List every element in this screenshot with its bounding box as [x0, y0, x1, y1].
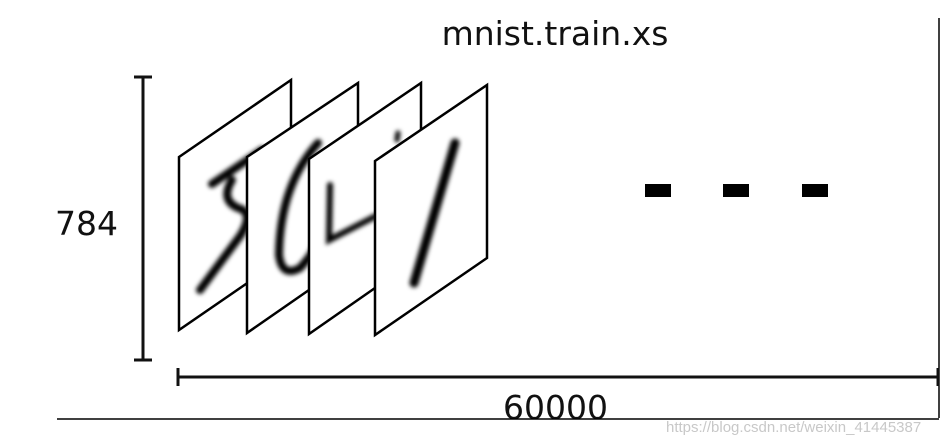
height-dimension-bracket	[134, 75, 152, 362]
diagram-title: mnist.train.xs	[441, 14, 669, 53]
width-dimension-label: 60000	[503, 388, 608, 427]
width-dimension-bracket	[176, 368, 940, 386]
ellipsis-dashes	[645, 184, 828, 197]
height-dimension-label: 784	[55, 204, 118, 243]
watermark-url: https://blog.csdn.net/weixin_41445387	[666, 419, 922, 436]
mnist-image-card-1	[373, 82, 489, 338]
